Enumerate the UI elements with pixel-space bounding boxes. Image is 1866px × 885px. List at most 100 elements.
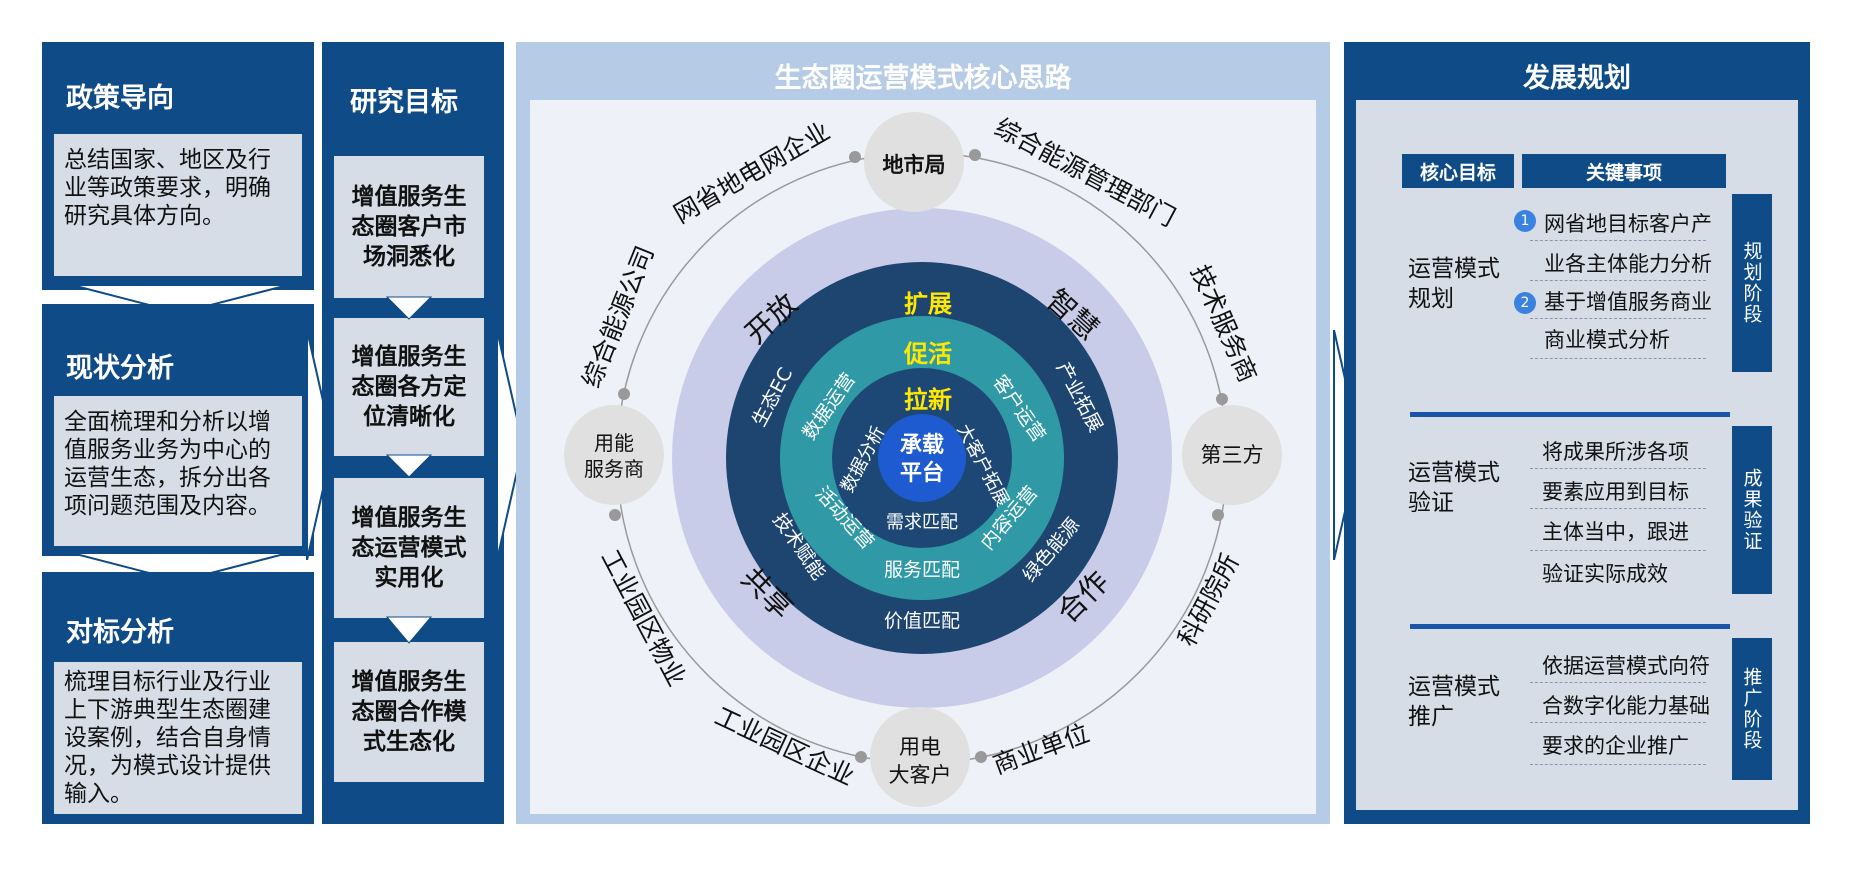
node-left-circle <box>564 405 664 505</box>
node-left-label: 服务商 <box>584 457 644 481</box>
policy-panel: 政策导向 总结国家、地区及行 业等政策要求，明确 研究具体方向。 <box>42 42 314 290</box>
divider <box>1530 764 1706 765</box>
block-goal-line: 运营模式 <box>1408 256 1500 282</box>
stage-tag-verify: 成果验证 <box>1732 426 1772 594</box>
benchmark-line: 输入。 <box>64 781 133 807</box>
down-arrow-1 <box>71 285 289 315</box>
block2-item: 主体当中，跟进 <box>1542 520 1689 544</box>
center-title: 生态圈运营模式核心思路 <box>774 63 1072 94</box>
divider <box>1530 508 1706 509</box>
divider <box>1530 318 1706 319</box>
goal-box-1: 增值服务生态圈客户市场洞悉化 <box>334 156 484 298</box>
block-goal-line: 验证 <box>1408 490 1454 516</box>
stage-tag-promote: 推广阶段 <box>1732 638 1772 780</box>
policy-title: 政策导向 <box>66 83 174 114</box>
block2-item: 要素应用到目标 <box>1542 480 1689 504</box>
block-goal-line: 运营模式 <box>1408 460 1500 486</box>
num-badge-2: 2 <box>1514 292 1536 314</box>
benchmark-line: 梳理目标行业及行业 <box>64 669 271 695</box>
ecosystem-diagram: 地市局 用能 服务商 第三方 用电 大客户 网省地电网企业 综合能源管理部门 综… <box>564 112 1282 807</box>
num-badge-1: 1 <box>1514 210 1536 232</box>
down-arrow-2 <box>71 553 289 583</box>
goals-title: 研究目标 <box>350 87 458 118</box>
orbit-dot <box>1216 393 1228 405</box>
inner-ring-item: 需求匹配 <box>886 512 958 533</box>
block1-item: 网省地目标客户产 <box>1544 212 1712 236</box>
arc-label: 工业园区企业 <box>710 701 858 791</box>
goal-line: 增值服务生 <box>351 344 467 370</box>
node-top-label: 地市局 <box>883 153 946 177</box>
orbit-dot <box>975 751 987 763</box>
plan-body <box>1356 100 1798 810</box>
block3-item: 要求的企业推广 <box>1542 734 1689 758</box>
benchmark-title: 对标分析 <box>66 617 174 648</box>
benchmark-text: 梳理目标行业及行业 上下游典型生态圈建 设案例，结合自身情 况，为模式设计提供 … <box>54 662 302 814</box>
col-header-items: 关键事项 <box>1522 154 1726 188</box>
core-label: 平台 <box>900 460 944 486</box>
arc-label: 网省地电网企业 <box>669 116 835 229</box>
arc-label: 综合能源公司 <box>577 242 660 392</box>
status-title: 现状分析 <box>66 353 174 384</box>
divider <box>1530 358 1706 359</box>
plan-title: 发展规划 <box>1523 63 1631 94</box>
outer-ring-item: 价值匹配 <box>884 610 960 632</box>
node-bottom-circle <box>870 707 970 807</box>
goal-line: 态运营模式 <box>351 535 467 561</box>
col-header-goal: 核心目标 <box>1402 154 1514 188</box>
goal-line: 态圈合作模 <box>351 699 467 725</box>
block1-item: 业各主体能力分析 <box>1544 252 1712 276</box>
divider <box>1530 550 1706 551</box>
goal-line: 实用化 <box>374 565 444 591</box>
goal-line: 增值服务生 <box>351 669 467 695</box>
goal-box-2: 增值服务生态圈各方定位清晰化 <box>334 318 484 456</box>
goal-line: 场洞悉化 <box>363 244 455 270</box>
goal-arrow-3 <box>386 616 432 644</box>
block-goal-line: 运营模式 <box>1408 674 1500 700</box>
status-panel: 现状分析 全面梳理和分析以增 值服务业务为中心的 运营生态，拆分出各 项问题范围… <box>42 304 314 556</box>
mid-ring-item: 服务匹配 <box>884 559 960 581</box>
arc-label: 商业单位 <box>989 718 1093 779</box>
goal-box-3: 增值服务生态运营模式实用化 <box>334 478 484 618</box>
section-separator <box>1410 412 1730 417</box>
orbit-dot <box>855 751 867 763</box>
divider <box>1530 722 1706 723</box>
block2-item: 验证实际成效 <box>1542 562 1668 586</box>
node-left-label: 用能 <box>594 431 634 455</box>
goal-arrow-1 <box>386 296 432 320</box>
block-goal-2: 运营模式 验证 <box>1408 458 1500 518</box>
right-arrow-2 <box>496 330 525 560</box>
node-bottom-label: 用电 <box>899 735 941 759</box>
section-separator <box>1410 624 1730 629</box>
policy-line: 业等政策要求，明确 <box>64 175 271 201</box>
arc-label: 综合能源管理部门 <box>990 113 1180 233</box>
orbit-dot <box>849 151 861 163</box>
arc-label: 技术服务商 <box>1185 261 1262 387</box>
goal-box-4: 增值服务生态圈合作模式生态化 <box>334 642 484 782</box>
arc-label: 工业园区物业 <box>595 545 691 691</box>
goal-arrow-2 <box>386 454 432 478</box>
mid-ring-label: 促活 <box>903 340 952 368</box>
inner-ring-label: 拉新 <box>904 386 952 414</box>
core-label: 承载 <box>900 432 944 458</box>
block3-item: 合数字化能力基础 <box>1542 694 1710 718</box>
core-circle <box>878 414 966 502</box>
benchmark-line: 设案例，结合自身情 <box>64 725 271 751</box>
block1-item: 基于增值服务商业 <box>1544 290 1712 314</box>
outer-ring-label: 扩展 <box>904 290 952 318</box>
goal-line: 态圈客户市 <box>351 214 467 240</box>
orbit-dot <box>618 388 630 400</box>
orbit-dot <box>609 509 621 521</box>
block2-item: 将成果所涉各项 <box>1542 440 1689 464</box>
benchmark-line: 上下游典型生态圈建 <box>64 697 271 723</box>
node-bottom-label: 大客户 <box>889 763 952 787</box>
block-goal-3: 运营模式 推广 <box>1408 672 1500 732</box>
divider <box>1530 468 1706 469</box>
benchmark-line: 况，为模式设计提供 <box>64 753 271 779</box>
orbit-dot <box>1212 509 1224 521</box>
node-right-label: 第三方 <box>1201 443 1264 467</box>
goal-line: 位清晰化 <box>363 404 455 430</box>
block-goal-line: 规划 <box>1408 286 1454 312</box>
policy-text: 总结国家、地区及行 业等政策要求，明确 研究具体方向。 <box>54 134 302 276</box>
divider <box>1530 682 1706 683</box>
block-goal-1: 运营模式 规划 <box>1408 254 1500 314</box>
